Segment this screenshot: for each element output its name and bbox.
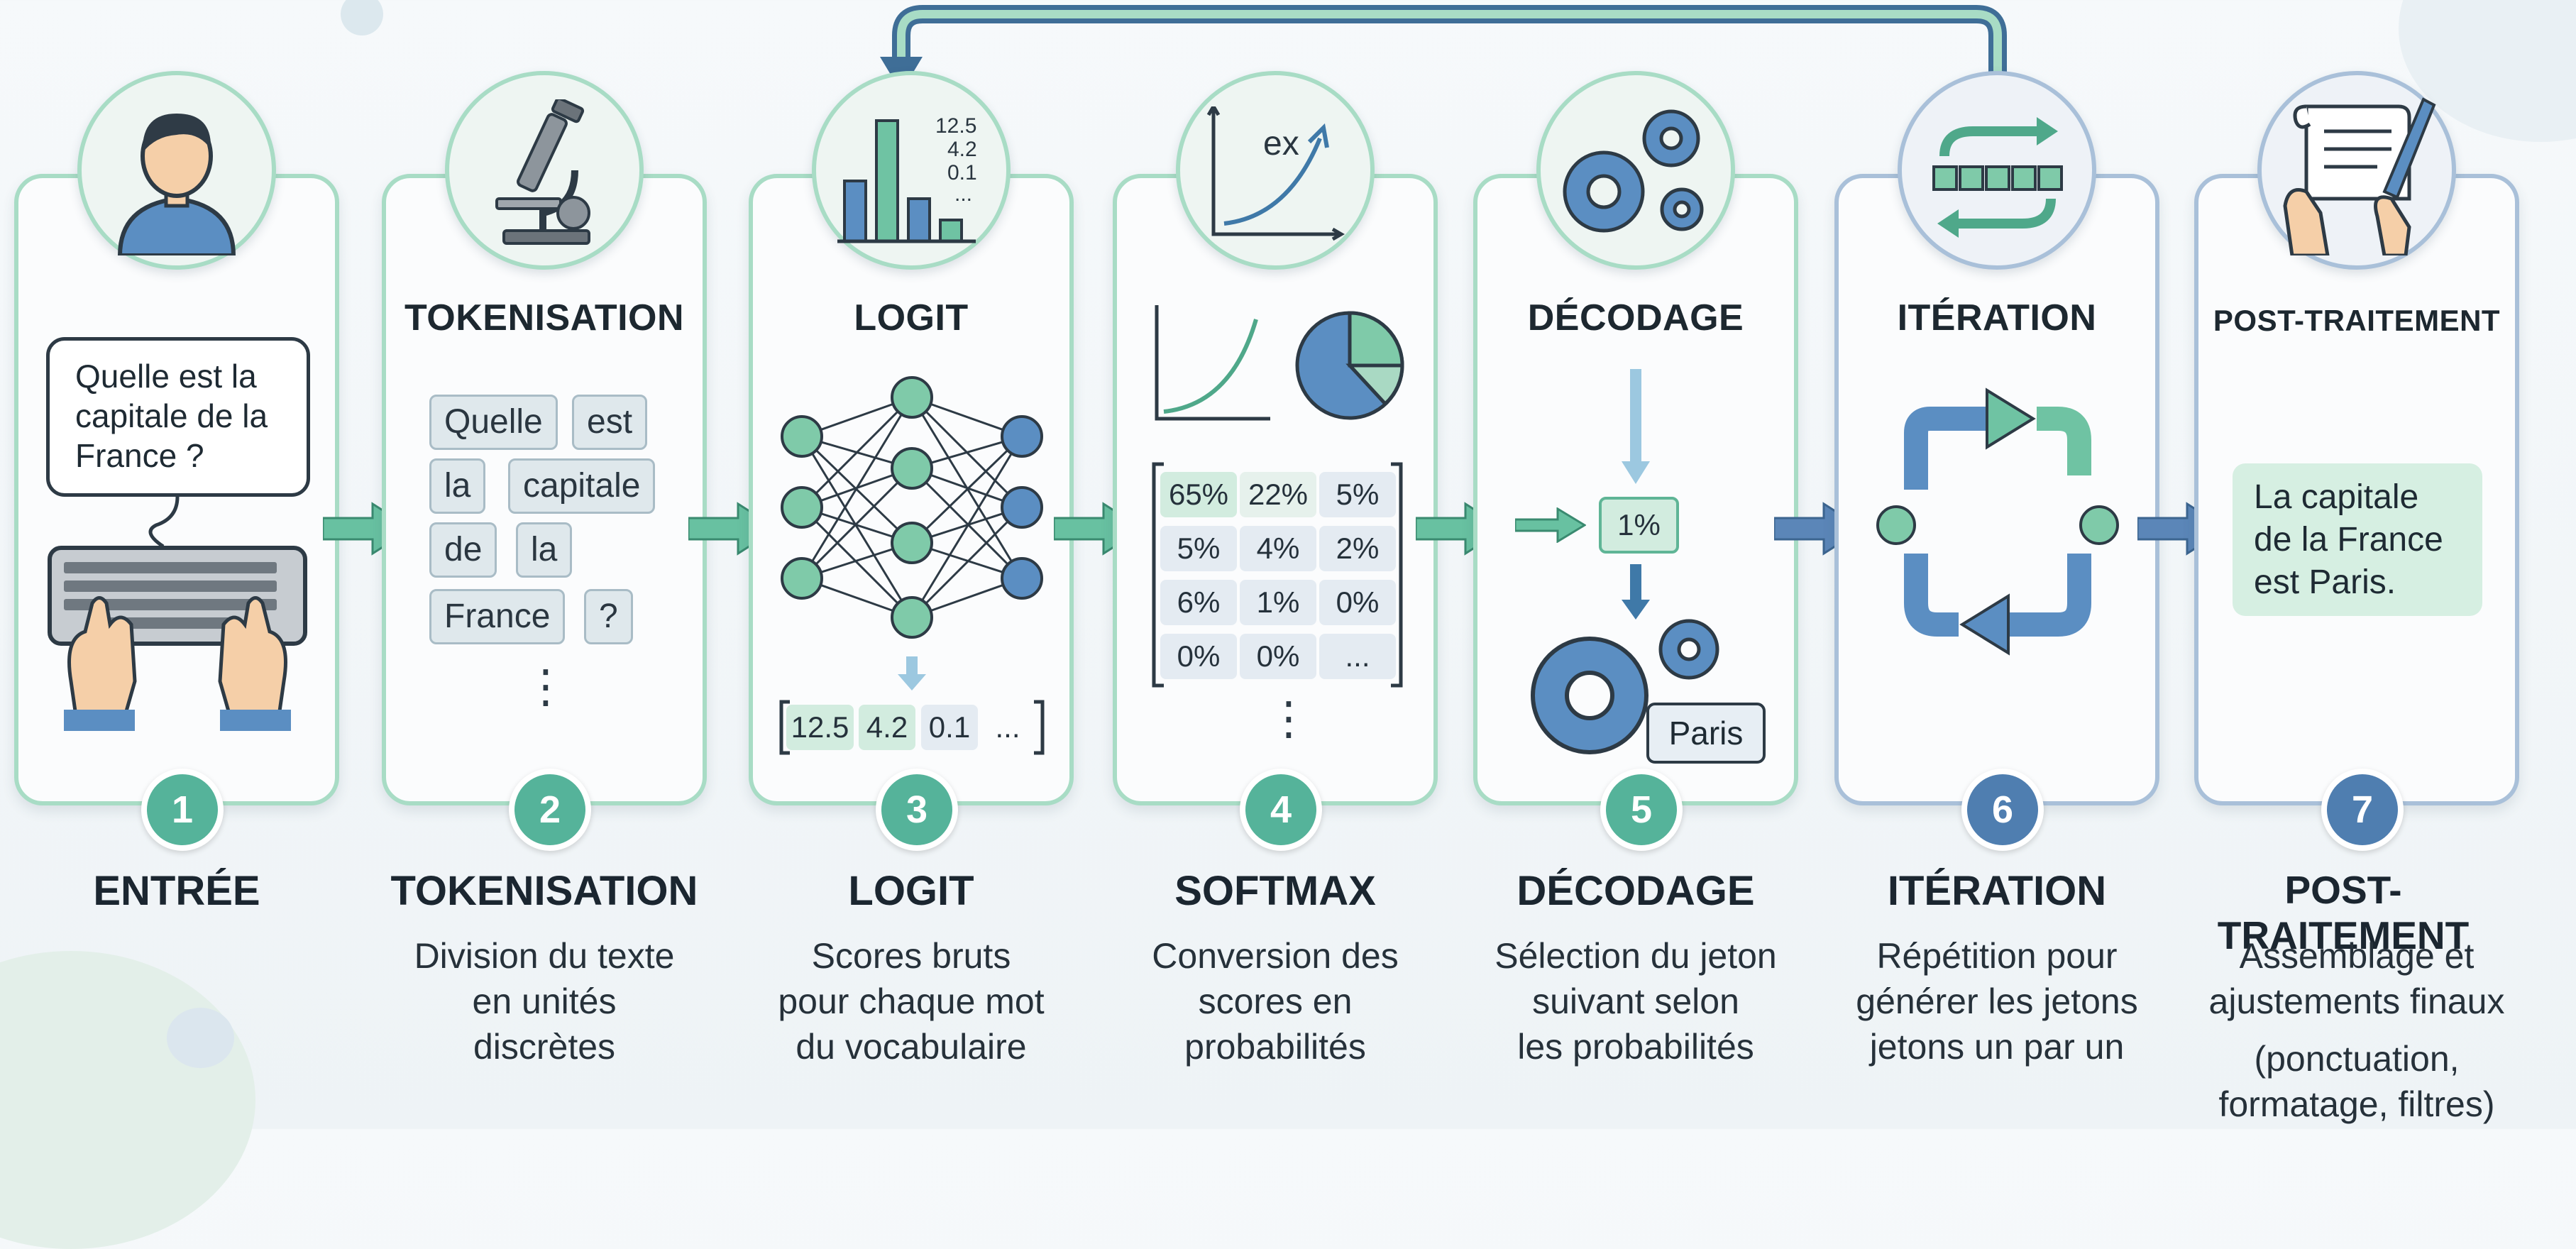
probability-cell: 5% xyxy=(1160,526,1237,571)
step-number-badge: 1 xyxy=(141,769,224,851)
logit-chart-value: 4.2 xyxy=(947,138,977,161)
probability-cell: 6% xyxy=(1160,580,1237,625)
neural-network-icon xyxy=(781,376,1043,639)
probability-cell: 0% xyxy=(1319,580,1396,625)
logit-value: 12.5 xyxy=(786,705,854,750)
token-chip: Quelle xyxy=(429,395,558,450)
step-label: SOFTMAX xyxy=(1174,868,1376,914)
step-description: Conversion des scores en probabilités xyxy=(1152,936,1399,1067)
bracket xyxy=(779,700,1045,755)
token-chip: de xyxy=(429,522,497,578)
loop-back-arrow xyxy=(880,5,2007,92)
card-title: POST-TRAITEMENT xyxy=(2213,304,2501,337)
curve-chart-icon xyxy=(1155,305,1270,421)
probability-cell: 4% xyxy=(1240,526,1316,571)
card-title: LOGIT xyxy=(854,297,969,339)
flow-arrow-small xyxy=(1515,507,1586,543)
probability-cell: 65% xyxy=(1160,472,1237,517)
probability-cell: 22% xyxy=(1240,472,1316,517)
decoded-token: Paris xyxy=(1646,703,1766,764)
step-label: POST-TRAITEMENT xyxy=(2217,868,2470,957)
token-chip: la xyxy=(516,522,573,578)
logit-chart-value: ... xyxy=(954,182,973,206)
card-title: DÉCODAGE xyxy=(1527,297,1744,339)
background-blob xyxy=(167,1008,234,1068)
down-arrow-icon xyxy=(898,656,926,690)
cycle-icon xyxy=(1876,387,2119,656)
loop-icon xyxy=(1932,117,2063,238)
selected-probability: 1% xyxy=(1599,497,1679,554)
ellipsis: ⋮ xyxy=(523,661,568,712)
step-label: LOGIT xyxy=(848,868,974,914)
probability-cell: 2% xyxy=(1319,526,1396,571)
token-chip: ? xyxy=(584,589,633,644)
step-label: ITÉRATION xyxy=(1887,868,2107,914)
background-blob xyxy=(0,951,255,1249)
document-edit-icon xyxy=(2283,97,2436,255)
step-description: Assemblage et ajustements finaux xyxy=(2208,936,2505,1021)
step-description: Scores bruts pour chaque mot du vocabula… xyxy=(778,936,1045,1067)
step-label: TOKENISATION xyxy=(390,868,698,914)
step-description-note: (ponctuation, formatage, filtres) xyxy=(2218,1039,2495,1124)
probability-cell: ... xyxy=(1319,634,1396,679)
gears-icon xyxy=(1563,109,1704,233)
probability-cell: 1% xyxy=(1240,580,1316,625)
bracket xyxy=(1152,462,1403,688)
probability-cell: 0% xyxy=(1160,634,1237,679)
step-number-badge: 2 xyxy=(509,769,591,851)
token-chip: France xyxy=(429,589,566,644)
softmax-formula-label: ex xyxy=(1263,125,1299,163)
ellipsis: ⋮ xyxy=(1266,693,1311,744)
token-chip: est xyxy=(572,395,648,450)
step-description: Répétition pour générer les jetons jeton… xyxy=(1856,936,2138,1067)
card-title: ITÉRATION xyxy=(1897,297,2097,339)
step-number-badge: 3 xyxy=(876,769,958,851)
user-icon xyxy=(117,114,236,255)
down-arrow-icon xyxy=(1622,564,1650,620)
bar-chart-icon xyxy=(837,119,976,243)
step-label: DÉCODAGE xyxy=(1517,868,1755,914)
background-blob xyxy=(341,0,383,35)
logit-value: 4.2 xyxy=(859,705,915,750)
step-number-badge: 4 xyxy=(1240,769,1322,851)
step-description: Sélection du jeton suivant selon les pro… xyxy=(1495,936,1777,1067)
token-chip: capitale xyxy=(508,458,656,514)
gear-output-icon xyxy=(1531,619,1719,754)
input-question-bubble: Quelle est la capitale de la France ? xyxy=(46,337,310,497)
probability-cell: 0% xyxy=(1240,634,1316,679)
logit-value: ... xyxy=(995,710,1020,744)
logit-value: 0.1 xyxy=(921,705,978,750)
step-card-iteration xyxy=(1834,174,2159,805)
token-chip: la xyxy=(429,458,486,514)
step-number-badge: 7 xyxy=(2321,769,2404,851)
microscope-icon xyxy=(495,99,590,245)
probability-cell: 5% xyxy=(1319,472,1396,517)
step-number-badge: 5 xyxy=(1600,769,1683,851)
pie-chart-icon xyxy=(1295,311,1404,420)
logit-chart-value: 12.5 xyxy=(935,114,977,138)
down-arrow-icon xyxy=(1622,369,1650,484)
step-description: Division du texte en unités discrètes xyxy=(414,936,675,1067)
card-title: TOKENISATION xyxy=(404,297,685,339)
exponential-curve-icon xyxy=(1206,106,1345,241)
keyboard-hands-icon xyxy=(48,497,307,731)
step-label: ENTRÉE xyxy=(93,868,260,914)
exponential-icon-circle xyxy=(1176,71,1375,270)
final-output-box: La capitale de la France est Paris. xyxy=(2233,463,2482,616)
step-number-badge: 6 xyxy=(1961,769,2044,851)
logit-chart-value: 0.1 xyxy=(947,161,977,185)
